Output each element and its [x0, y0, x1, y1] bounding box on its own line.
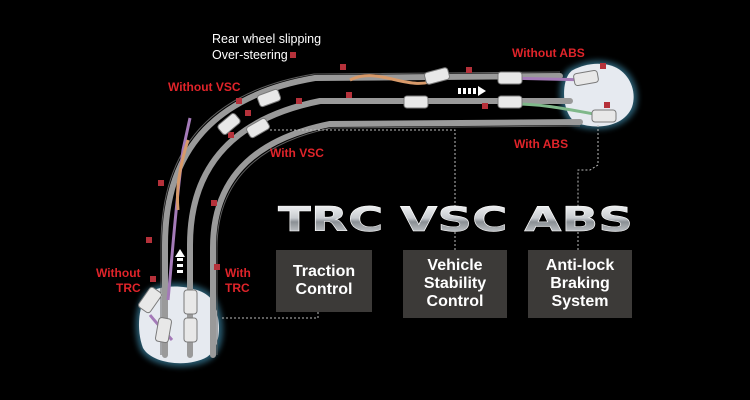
- roads: [162, 73, 583, 358]
- car-icon: [154, 317, 173, 344]
- without-abs-label: Without ABS: [512, 46, 585, 60]
- car-icon: [183, 289, 198, 315]
- dotted-connector-line: [222, 125, 599, 319]
- system-logos: TRC VSC ABS: [278, 200, 633, 240]
- car-icon: [217, 113, 241, 135]
- rear-slip-label-line2: Over-steering: [212, 48, 288, 62]
- with-trc-label-line2: TRC: [225, 281, 250, 295]
- road-edges: [160, 71, 581, 355]
- car-icon: [246, 117, 270, 139]
- car-icon: [138, 286, 162, 314]
- cars: [138, 67, 617, 344]
- anti-lock-braking-text: Anti-lock Braking System: [545, 257, 615, 310]
- car-icon: [497, 95, 523, 109]
- rear-slip-label-line1: Rear wheel slipping: [212, 32, 322, 46]
- traction-control-box: Traction Control: [276, 250, 372, 312]
- without-trc-label-line2: TRC: [116, 281, 141, 295]
- car-icon: [424, 67, 450, 85]
- ice-patch-bottom: [135, 283, 224, 367]
- without-vsc-label: Without VSC: [168, 80, 241, 94]
- without-trc-label-line1: Without: [96, 266, 141, 280]
- anti-lock-braking-box: Anti-lock Braking System: [528, 250, 632, 318]
- vehicle-stability-control-box: Vehicle Stability Control: [403, 250, 507, 318]
- traction-control-text: Traction Control: [292, 263, 356, 298]
- car-icon: [183, 317, 198, 343]
- with-vsc-label: With VSC: [270, 146, 324, 160]
- forward-arrow-icon: [458, 86, 486, 96]
- car-icon: [403, 95, 429, 109]
- forward-arrow-icon: [175, 249, 185, 273]
- car-icon: [573, 69, 599, 87]
- vehicle-stability-control-text: Vehicle Stability Control: [423, 257, 487, 310]
- car-icon: [591, 109, 617, 123]
- car-icon: [497, 71, 523, 85]
- car-icon: [256, 88, 282, 108]
- with-abs-label: With ABS: [514, 137, 569, 151]
- obstacle-markers: [146, 52, 610, 282]
- with-trc-label-line1: With: [225, 266, 251, 280]
